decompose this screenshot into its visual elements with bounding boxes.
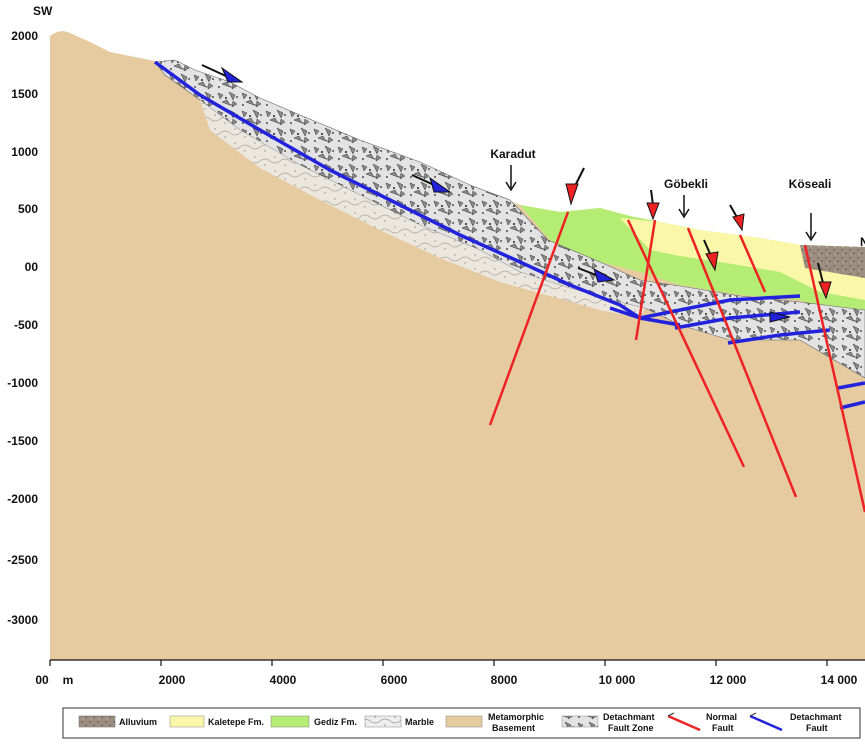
kaletepe-formation (620, 218, 865, 300)
legend-swatch-detachment (749, 712, 783, 732)
blue-arrow-head (769, 311, 791, 323)
place-gobekli: Göbekli (664, 177, 708, 191)
y-tick-label: 00 (25, 260, 39, 274)
movement-arrow (411, 174, 435, 186)
gediz-formation (520, 205, 865, 330)
legend-swatch-normal-fault (667, 712, 701, 732)
legend-swatch-fault-zone (561, 715, 599, 728)
down-arrow-icon (678, 195, 690, 219)
normal-fault (634, 219, 657, 341)
legend-label-detachment-line2: Fault (806, 723, 828, 733)
red-arrow-head (818, 281, 832, 300)
down-arrow-icon (505, 165, 517, 192)
metamorphic-basement (50, 31, 865, 661)
red-arrow-head (705, 251, 719, 272)
detachment-fault (639, 294, 801, 320)
legend-label-basement-line2: Basement (492, 723, 535, 733)
x-tick-label: 4000 (270, 673, 297, 687)
y-tick-label: 1000 (11, 145, 38, 159)
blue-arrow-head (593, 267, 616, 283)
x-tick-label: 6000 (381, 673, 408, 687)
x-axis: 00 m 2000 4000 6000 8000 10 000 12 000 1… (35, 659, 865, 687)
y-axis: 2000 1500 1000 500 00 -500 -1000 -1500 -… (7, 29, 38, 627)
legend-label-basement: Metamorphic (488, 712, 544, 722)
x-tick-label: 8000 (491, 673, 518, 687)
y-tick-label: -3000 (7, 613, 38, 627)
legend-swatch-basement (445, 715, 483, 728)
legend-label-marble: Marble (405, 717, 434, 727)
legend-swatch-alluvium (78, 715, 116, 728)
detachment-faults (153, 60, 865, 410)
x-tick-label: 2000 (159, 673, 186, 687)
x-tick-label: 14 000 (821, 673, 858, 687)
legend-swatch-kaletepe (169, 715, 205, 728)
alluvium (800, 245, 865, 278)
movement-arrow (201, 64, 229, 78)
y-tick-label: -2000 (7, 492, 38, 506)
normal-fault (803, 244, 865, 513)
legend-swatch-marble (364, 715, 402, 728)
y-tick-label: -500 (14, 318, 38, 332)
detachment-fault (153, 60, 641, 320)
blue-arrow-head (429, 176, 452, 193)
place-karadut: Karadut (490, 147, 535, 161)
legend: Alluvium Kaletepe Fm. Gediz Fm. Marble M… (62, 707, 861, 739)
place-koseali: Köseali (789, 177, 832, 191)
legend-label-gediz: Gediz Fm. (314, 717, 357, 727)
normal-fault (738, 234, 767, 293)
x-tick-label: 10 000 (599, 673, 636, 687)
y-tick-label: 500 (18, 202, 38, 216)
normal-faults (488, 211, 865, 513)
normal-fault (488, 211, 570, 426)
edge-direction-label: N (860, 235, 865, 249)
y-tick-label: -1500 (7, 434, 38, 448)
legend-label-fault-zone-line2: Fault Zone (608, 723, 654, 733)
blue-arrow-head (220, 66, 244, 83)
x-unit-label: m (63, 673, 74, 687)
normal-fault (686, 227, 798, 498)
detachment-fault (839, 400, 865, 410)
x-tick-label: 12 000 (710, 673, 747, 687)
red-arrow-head (732, 213, 745, 232)
legend-label-normal-fault-line2: Fault (712, 723, 734, 733)
movement-arrow (817, 262, 824, 284)
legend-label-detachment: Detachmant (790, 712, 842, 722)
motion-arrows (201, 64, 832, 323)
direction-label: SW (33, 4, 53, 18)
legend-label-normal-fault: Normal (706, 712, 737, 722)
y-tick-label: 2000 (11, 29, 38, 43)
legend-label-alluvium: Alluvium (119, 717, 157, 727)
y-tick-label: -1000 (7, 376, 38, 390)
y-tick-label: 1500 (11, 87, 38, 101)
red-arrow-head (646, 202, 660, 221)
detachment-fault (837, 381, 865, 390)
movement-arrow (577, 267, 597, 276)
legend-swatch-gediz (270, 715, 310, 728)
red-arrow-head (565, 183, 579, 206)
y-tick-label: -2500 (7, 553, 38, 567)
detachment-fault (727, 328, 831, 345)
down-arrow-icon (805, 213, 817, 242)
x-tick-label: 00 (35, 673, 49, 687)
legend-label-fault-zone: Detachmant (603, 712, 655, 722)
legend-label-kaletepe: Kaletepe Fm. (208, 717, 264, 727)
